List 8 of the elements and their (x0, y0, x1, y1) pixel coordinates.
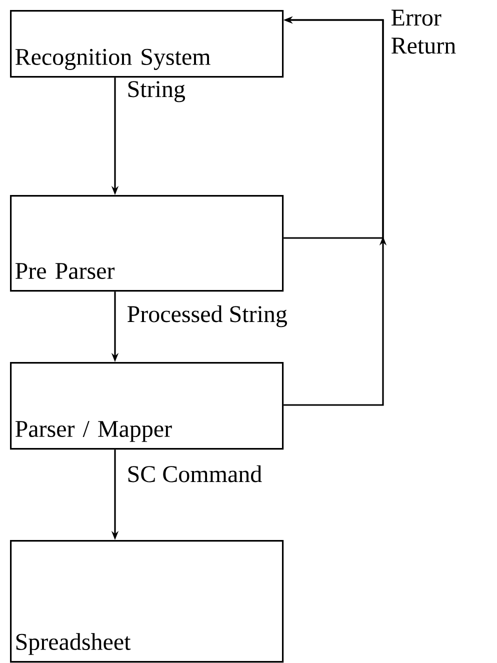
process-box: Spreadsheet (10, 540, 284, 663)
process-box: Parser / Mapper (10, 362, 284, 450)
process-box: Pre Parser (10, 195, 284, 292)
edge-label: Processed String (128, 305, 287, 328)
edge-label: SC Command (128, 465, 262, 482)
process-box: Recognition System (10, 10, 284, 78)
edge-label: String (128, 81, 186, 102)
edge-label: Error Return (391, 10, 456, 54)
